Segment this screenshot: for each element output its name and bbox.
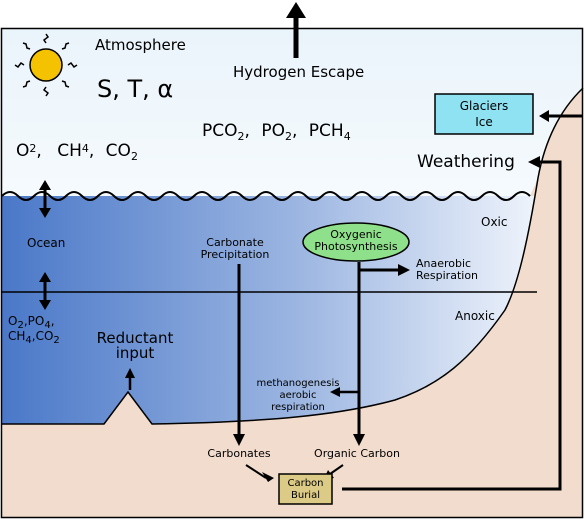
- methanogenesis-line2: aerobic: [280, 390, 317, 401]
- hydrogen-escape-label: Hydrogen Escape: [233, 63, 364, 81]
- reductant-label-line2: input: [116, 344, 155, 362]
- ocean-label: Ocean: [27, 236, 65, 250]
- double-arrow-icon: [39, 180, 51, 218]
- carbonate-flux-arrow: [233, 264, 245, 446]
- weathering-loop-arrow: [342, 156, 562, 491]
- methanogenesis-line3: respiration: [271, 402, 325, 413]
- anoxic-label: Anoxic: [455, 309, 495, 323]
- atmosphere-region: [2, 28, 583, 196]
- sun-icon: [14, 33, 78, 97]
- anaerobic-respiration-arrow: [359, 264, 410, 276]
- methanogenesis-line1: methanogenesis: [257, 378, 340, 389]
- glaciers-label-line1: Glaciers: [460, 99, 509, 113]
- oxygenic-line1: Oxygenic: [330, 228, 382, 241]
- carbon-burial-box: [278, 473, 333, 505]
- burial-line2: Burial: [291, 490, 320, 501]
- carbonates-to-burial-arrow: [245, 464, 274, 482]
- reductant-label-line1: Reductant: [97, 329, 174, 347]
- carbonate-precip-line2: Precipitation: [201, 248, 270, 261]
- ocean-nutrients-line1: O2,PO4,: [8, 314, 55, 331]
- burial-line1: Carbon: [287, 478, 323, 489]
- sea-surface-wave: [1, 191, 531, 201]
- carbonates-label: Carbonates: [207, 447, 270, 460]
- organic-carbon-label: Organic Carbon: [314, 447, 400, 460]
- atmosphere-label: Atmosphere: [95, 36, 186, 54]
- diagram-frame: [0, 27, 584, 519]
- glaciers-box: [434, 93, 534, 135]
- ocean-nutrients-line2: CH4,CO2: [8, 329, 60, 346]
- oxygenic-line2: Photosynthesis: [314, 240, 397, 253]
- carbonate-precip-line1: Carbonate: [206, 236, 264, 249]
- double-arrow-icon: [39, 272, 51, 310]
- ocean-region: [2, 196, 534, 424]
- stalpha-label: S, T, α: [97, 75, 173, 103]
- partial-pressures-label: PCO2, PO2, PCH4: [202, 121, 351, 143]
- anaerobic-line1: Anaerobic: [416, 257, 471, 270]
- reductant-arrow: [125, 368, 135, 390]
- organic-carbon-flux-arrow: [353, 262, 365, 446]
- anaerobic-line2: Respiration: [416, 269, 478, 282]
- hydrogen-escape-arrow: [286, 2, 306, 58]
- oxygenic-photosynthesis-ellipse: [302, 222, 410, 262]
- oxic-label: Oxic: [481, 215, 507, 229]
- atmospheric-gases: O2, CH4, CO2: [16, 141, 138, 163]
- glaciers-label-line2: Ice: [475, 115, 493, 129]
- glacier-input-arrow: [539, 110, 583, 122]
- weathering-label: Weathering: [417, 152, 515, 172]
- methanogenesis-arrow: [330, 387, 359, 397]
